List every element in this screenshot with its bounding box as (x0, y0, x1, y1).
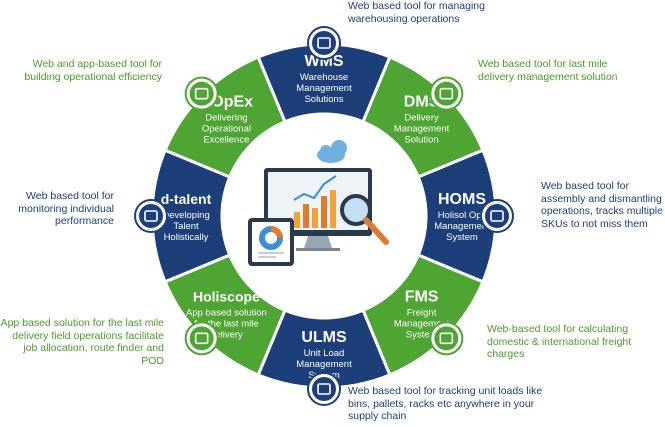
segment-subtitle-homs: System (446, 232, 478, 243)
calendar-check-icon (189, 81, 214, 106)
note-wms: Web based tool for managing warehousing … (348, 0, 485, 25)
segment-subtitle-homs: Management (434, 221, 490, 232)
segment-subtitle-dms: Solution (404, 134, 438, 145)
monitor-base (296, 248, 340, 251)
freight-truck-icon (434, 326, 459, 351)
barcode-scan-icon (485, 204, 509, 228)
delivery-person-icon (434, 81, 459, 106)
magnifier-icon (340, 194, 389, 245)
segment-title-holiscope: Holiscope (193, 289, 260, 305)
segment-subtitle-dopex: Excellence (203, 134, 249, 145)
segment-subtitle-dopex: Delivering (205, 112, 247, 123)
freight-truck-icon-glyph (439, 332, 454, 345)
segment-subtitle-holiscope: delivery (210, 330, 243, 341)
monitor-stand (304, 236, 332, 248)
people-network-icon-glyph (144, 210, 158, 222)
segment-title-wms: WMS (304, 53, 343, 70)
segment-subtitle-dtalent: Developing (162, 210, 210, 221)
calendar-check-icon-glyph (194, 87, 209, 100)
barcode-scan-icon-glyph (490, 210, 504, 222)
segment-title-ulms: ULMS (301, 329, 347, 346)
segment-subtitle-dms: Delivery (404, 112, 439, 123)
note-dms: Web based tool for last mile delivery ma… (478, 58, 618, 83)
segment-subtitle-dtalent: Holistically (164, 232, 209, 243)
segment-subtitle-fms: Freight (407, 308, 437, 319)
screen-trend-line (293, 175, 337, 201)
segment-subtitle-fms: System (406, 330, 438, 341)
people-network-icon (139, 204, 163, 228)
note-dopex: Web and app-based tool for building oper… (24, 58, 162, 83)
segment-subtitle-wms: Management (296, 83, 352, 94)
segment-title-dtalent: d-talent (161, 191, 212, 207)
warehouse-boxes-icon (312, 31, 336, 55)
analytics-illustration (248, 140, 389, 266)
note-holiscope: App based solution for the last mile del… (0, 317, 164, 367)
segment-subtitle-ulms: Management (296, 359, 352, 370)
note-fms: Web-based tool for calculating domestic … (487, 323, 632, 360)
note-ulms: Web based tool for tracking unit loads l… (348, 385, 543, 422)
segment-subtitle-wms: Warehouse (300, 72, 348, 83)
segment-subtitle-dms: Management (394, 123, 450, 134)
segment-subtitle-homs: Holisol Ops (438, 210, 487, 221)
segment-subtitle-dtalent: Talent (173, 221, 199, 232)
segment-subtitle-wms: Solutions (304, 94, 343, 105)
segment-subtitle-holiscope: for the last mile (194, 319, 258, 330)
segment-subtitle-holiscope: App based solution (186, 308, 267, 319)
segment-subtitle-fms: Management (394, 319, 450, 330)
screen-bars (294, 190, 336, 228)
note-homs: Web based tool for assembly and dismantl… (541, 180, 663, 230)
delivery-person-icon-glyph (439, 87, 454, 100)
map-pin-icon (189, 326, 214, 351)
tablet-donut-chart (259, 226, 283, 250)
segment-title-homs: HOMS (438, 191, 486, 208)
segment-subtitle-ulms: Unit Load (304, 348, 345, 359)
segment-subtitle-dopex: Operational (202, 123, 251, 134)
note-dtalent: Web based tool for monitoring individual… (18, 190, 114, 227)
pallet-truck-icon-glyph (317, 383, 331, 395)
segment-title-fms: FMS (405, 289, 439, 306)
map-pin-icon-glyph (194, 332, 209, 345)
pallet-truck-icon (312, 377, 336, 401)
cloud-icon (317, 140, 347, 163)
warehouse-boxes-icon-glyph (317, 37, 331, 49)
